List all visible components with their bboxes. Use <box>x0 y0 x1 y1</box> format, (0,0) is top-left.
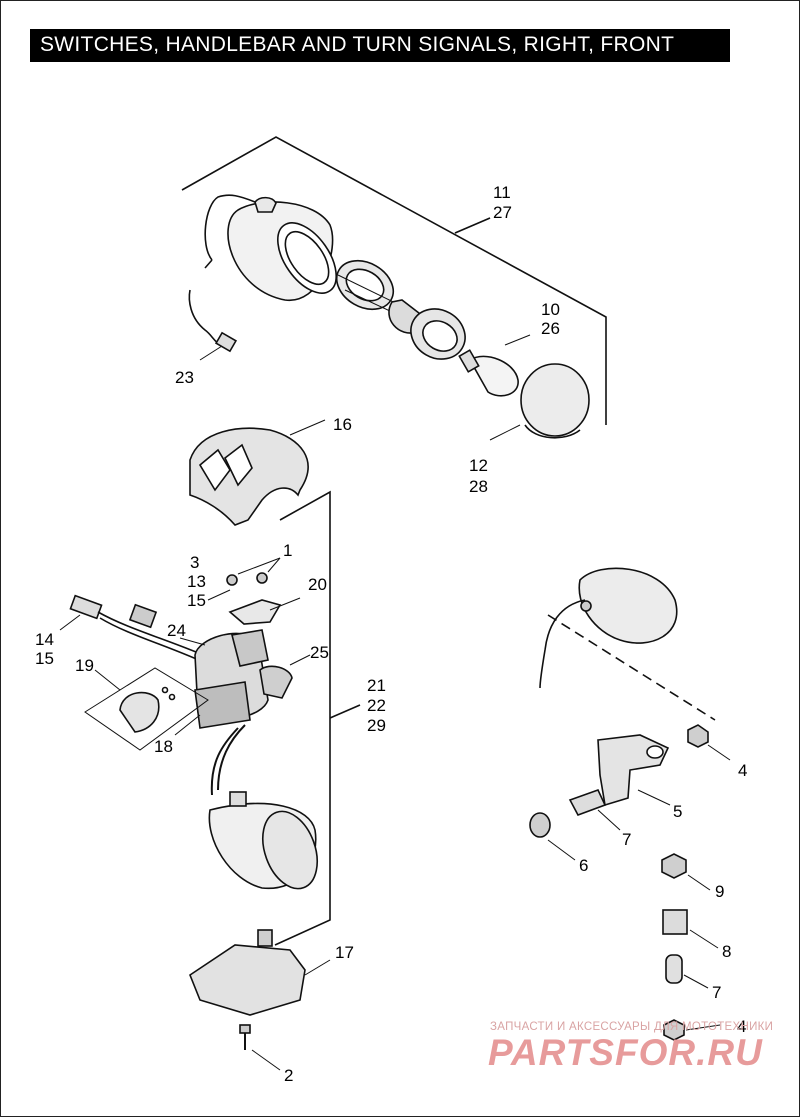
leader-lines <box>59 217 531 736</box>
bushing-6 <box>529 812 576 861</box>
turn-signal-lens-ring <box>335 259 421 326</box>
callout-15-lower: 15 <box>35 649 54 668</box>
turn-signal-bulb <box>458 349 519 397</box>
right-turn-signal <box>539 567 716 721</box>
callout-7-lower: 7 <box>712 983 722 1002</box>
lower-switch-housing <box>189 929 331 1016</box>
callout-23: 23 <box>175 368 194 387</box>
housing-screw <box>239 1024 281 1071</box>
callout-25: 25 <box>310 643 329 662</box>
callout-9: 9 <box>715 882 725 901</box>
callout-4-upper: 4 <box>738 761 748 780</box>
callout-13: 13 <box>187 572 206 591</box>
turn-signal-lens <box>520 363 590 439</box>
title-bar <box>30 29 730 62</box>
stud-7-upper <box>568 789 621 831</box>
wire-connector-23 <box>188 289 238 353</box>
watermark-logo: PARTSFOR.RU <box>488 1032 763 1073</box>
bracket-switch-assembly <box>274 490 361 946</box>
switch-module <box>194 629 293 729</box>
callout-3: 3 <box>190 553 200 572</box>
callout-28: 28 <box>469 477 488 496</box>
turn-signal-housing-top <box>204 194 337 301</box>
switch-cap <box>84 667 209 751</box>
callout-24: 24 <box>167 621 186 640</box>
callout-5: 5 <box>673 802 683 821</box>
turn-signal-socket <box>388 299 466 360</box>
callout-8: 8 <box>722 942 732 961</box>
callout-11: 11 <box>493 183 511 202</box>
page-title: SWITCHES, HANDLEBAR AND TURN SIGNALS, RI… <box>40 33 675 56</box>
mount-bracket <box>597 734 671 807</box>
callout-20: 20 <box>308 575 327 594</box>
callout-15-upper: 15 <box>187 591 206 610</box>
callout-19: 19 <box>75 656 94 675</box>
callout-26: 26 <box>541 319 560 338</box>
fitting-8 <box>662 909 719 949</box>
callout-6: 6 <box>579 856 589 875</box>
nut-4-upper <box>687 724 731 761</box>
callout-17: 17 <box>335 943 354 962</box>
screws <box>226 557 281 586</box>
callout-12: 12 <box>469 456 488 475</box>
callout-2: 2 <box>284 1066 294 1085</box>
nut-4-lower <box>663 1019 721 1041</box>
callout-29: 29 <box>367 716 386 735</box>
nut-9 <box>661 853 711 891</box>
callout-21: 21 <box>367 676 386 695</box>
callout-4-lower: 4 <box>737 1017 747 1036</box>
clip <box>228 597 301 625</box>
stud-7-lower <box>665 954 709 989</box>
callout-1: 1 <box>283 541 293 560</box>
callout-22: 22 <box>367 696 386 715</box>
watermark-tagline: ЗАПЧАСТИ И АКСЕССУАРЫ ДЛЯ МОТОТЕХНИКИ <box>490 1021 774 1033</box>
callout-18: 18 <box>154 737 173 756</box>
callout-7-upper: 7 <box>622 830 632 849</box>
callout-10: 10 <box>541 300 560 319</box>
lower-turn-signal <box>208 724 318 890</box>
callout-16: 16 <box>333 415 352 434</box>
callout-14: 14 <box>35 630 54 649</box>
callout-27: 27 <box>493 203 512 222</box>
switch-housing-cover <box>189 427 309 526</box>
